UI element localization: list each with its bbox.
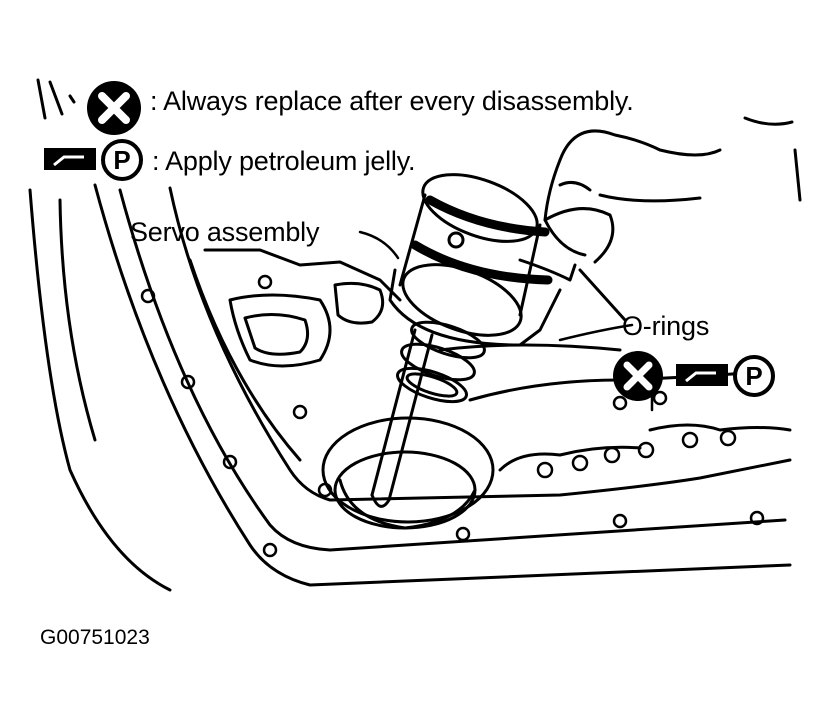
piston-rod	[370, 328, 434, 508]
svg-text:P: P	[113, 145, 130, 175]
background-sketch	[28, 78, 802, 592]
hand	[543, 129, 722, 264]
o-rings-petroleum-jelly-icon: P	[733, 355, 775, 397]
legend-replace-text: : Always replace after every disassembly…	[150, 86, 634, 116]
replace-x-icon	[87, 81, 141, 135]
grease-tube-icon	[44, 148, 96, 170]
legend-petroleum-text: : Apply petroleum jelly.	[152, 146, 416, 176]
servo-assembly-label: Servo assembly	[130, 217, 320, 247]
servo-bore	[321, 416, 495, 530]
o-rings-grease-tube-icon	[676, 364, 728, 386]
svg-text:P: P	[745, 361, 762, 391]
servo-piston	[388, 173, 577, 347]
figure-id: G00751023	[40, 626, 150, 649]
o-rings-replace-x-icon	[613, 351, 663, 401]
rod-springs	[396, 320, 486, 404]
petroleum-jelly-icon: P	[101, 139, 143, 181]
bolt-holes	[140, 274, 765, 558]
o-rings-label: O-rings	[622, 311, 710, 341]
